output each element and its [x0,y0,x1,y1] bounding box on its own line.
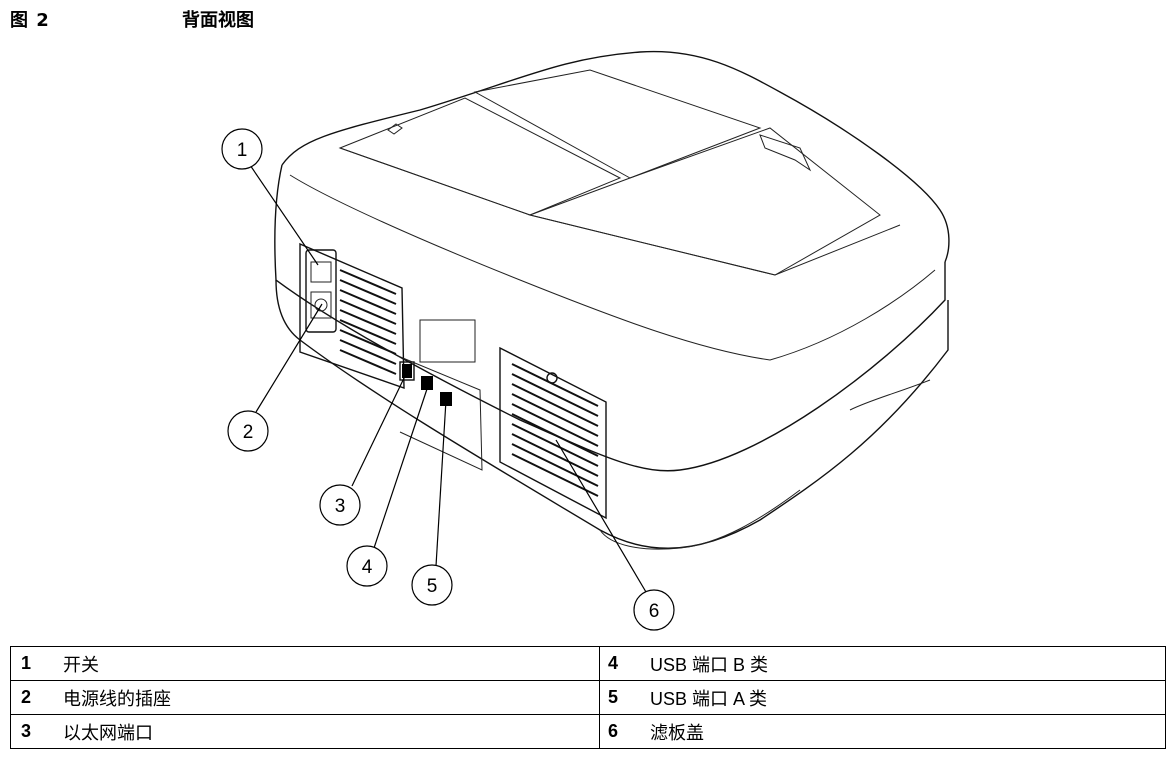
legend-text: 滤板盖 [650,714,1166,749]
figure-label: 图 2 [10,10,50,31]
left-vent-grille [299,242,405,389]
leader-2 [255,303,323,413]
svg-text:5: 5 [427,576,438,597]
legend-number: 4 [599,646,650,681]
callout-6: 6 [633,589,675,631]
legend-number: 2 [10,680,63,715]
svg-text:4: 4 [362,557,373,578]
legend-row: 1 开关 4 USB 端口 B 类 [10,646,1166,681]
legend-table: 1 开关 4 USB 端口 B 类 2 电源线的插座 5 USB 端口 A 类 … [10,646,1166,749]
legend-row: 2 电源线的插座 5 USB 端口 A 类 [10,680,1166,715]
legend-text: 开关 [63,646,600,681]
legend-text: USB 端口 B 类 [650,646,1166,681]
legend-text: 以太网端口 [63,714,600,749]
legend-number: 1 [10,646,63,681]
legend-number: 3 [10,714,63,749]
svg-text:2: 2 [243,422,254,443]
callout-5: 5 [411,564,453,606]
svg-text:6: 6 [649,601,660,622]
svg-text:3: 3 [335,496,346,517]
figure-title: 背面视图 [182,10,254,31]
leader-1 [249,164,319,266]
legend-text: 电源线的插座 [63,680,600,715]
leader-3 [351,373,407,487]
leader-4 [373,385,429,549]
power-switch-panel [305,249,337,333]
filter-cover-grille [499,346,607,520]
callout-1: 1 [221,128,263,170]
legend-row: 3 以太网端口 6 滤板盖 [10,714,1166,749]
callout-4: 4 [346,545,388,587]
ports-panel [397,319,483,471]
legend-text: USB 端口 A 类 [650,680,1166,715]
instrument-body [274,50,950,550]
legend-number: 5 [599,680,650,715]
callout-3: 3 [319,484,361,526]
leader-5 [435,399,447,567]
svg-text:1: 1 [237,140,248,161]
leader-6 [555,439,647,593]
legend-number: 6 [599,714,650,749]
callout-2: 2 [227,410,269,452]
instrument-rear-view-illustration: 1 2 3 4 5 6 [221,50,950,631]
